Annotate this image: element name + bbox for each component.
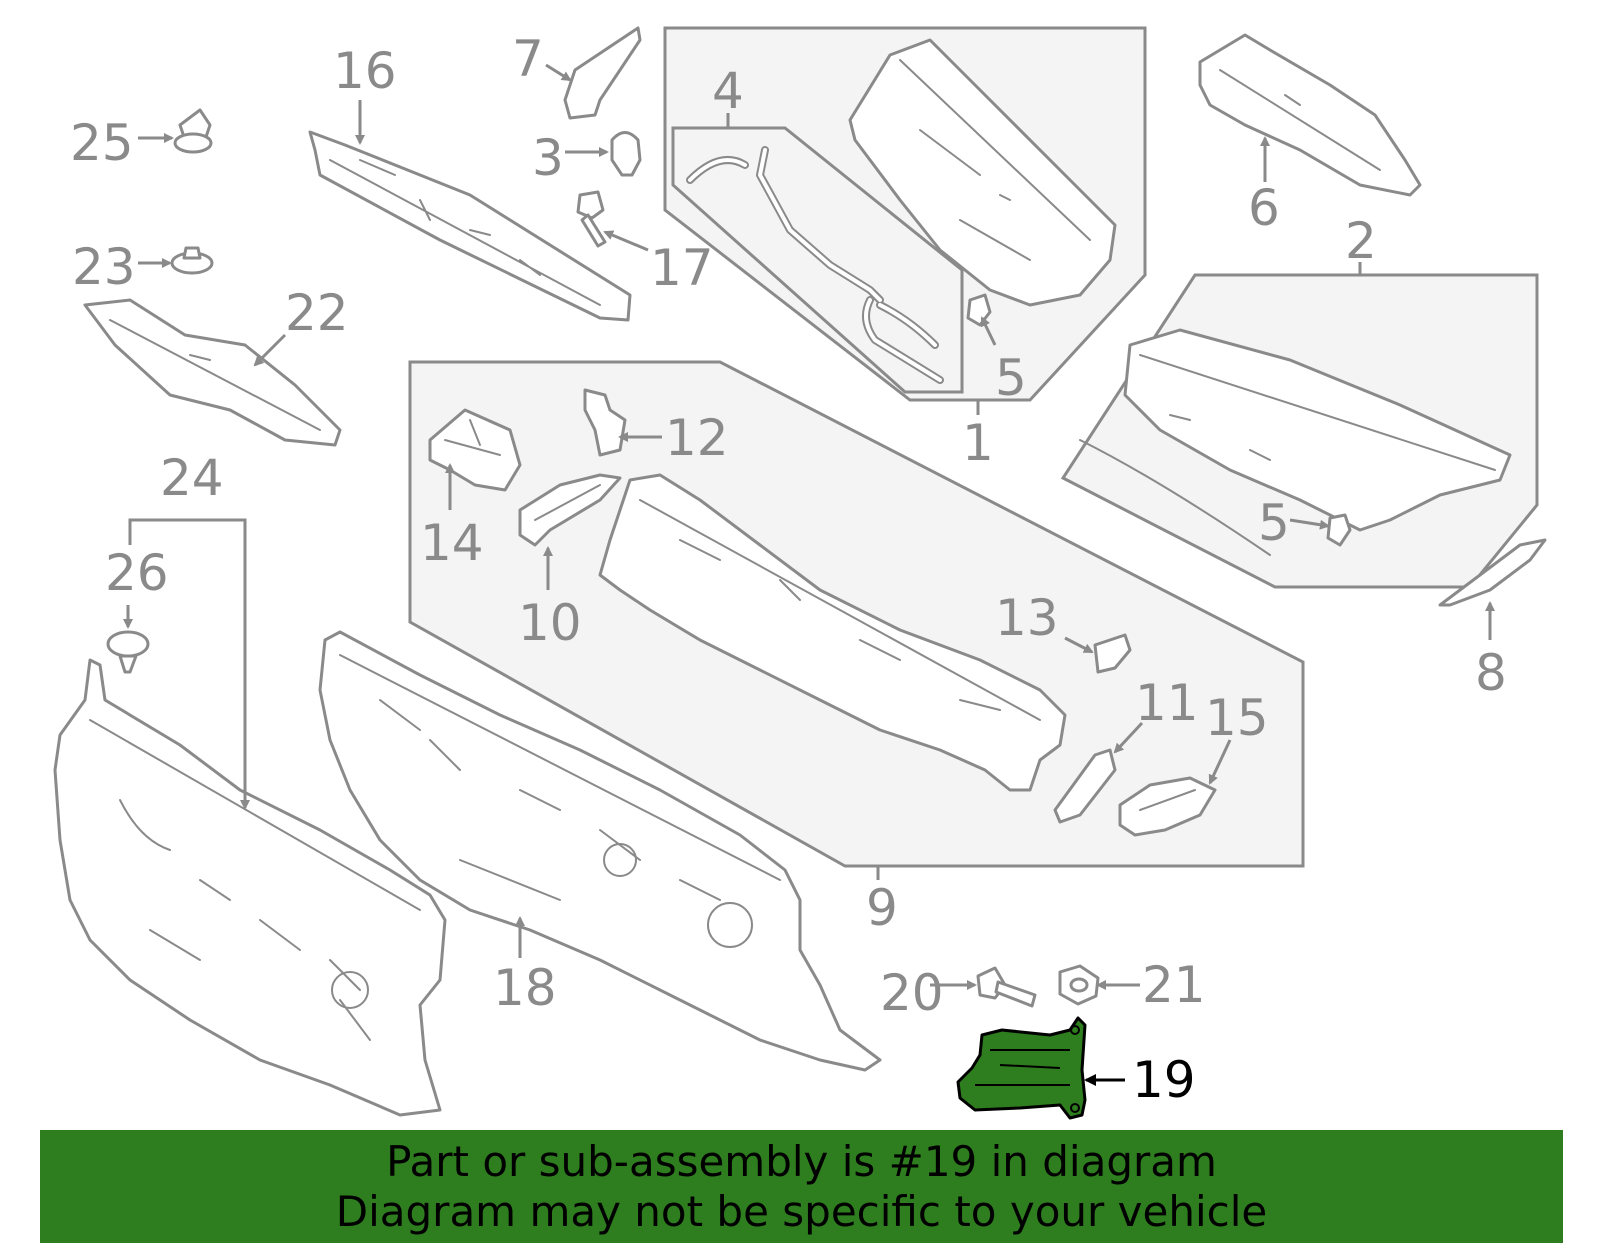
part-5-clip-lower [1326,513,1352,547]
callout-16: 16 [333,42,397,100]
callout-17: 17 [650,239,714,297]
part-2-cowl-assy [1079,328,1512,556]
group-box-1 [663,26,1147,402]
callout-9: 9 [866,879,898,937]
part-9-cowl-panel [598,473,1067,792]
callout-21: 21 [1142,956,1206,1014]
part-15-bracket [1118,776,1217,837]
callout-4: 4 [712,62,744,120]
callout-25: 25 [70,114,134,172]
part-20-bolt [976,966,1037,1008]
part-26-clip [106,630,150,674]
callout-11: 11 [1135,674,1199,732]
callout-1: 1 [962,414,994,472]
callout-20: 20 [880,964,944,1022]
part-22-panel [83,298,342,447]
part-19-highlighted[interactable] [956,1016,1087,1120]
part-21-nut [1058,964,1100,1006]
info-banner: Part or sub-assembly is #19 in diagram D… [40,1130,1563,1243]
leader-7 [545,63,572,82]
part-6-panel [1198,33,1422,197]
leader-22 [253,333,287,367]
callout-3: 3 [532,129,564,187]
callout-15: 15 [1205,689,1269,747]
callout-23: 23 [72,238,136,296]
part-1-cowl-top [848,38,1117,307]
leader-24 [128,518,250,810]
callout-18: 18 [493,959,557,1017]
leader-13 [1064,636,1094,654]
callout-12: 12 [665,409,729,467]
callout-2: 2 [1345,212,1377,270]
leader-11 [1113,721,1144,754]
callout-19: 19 [1132,1051,1196,1109]
leader-15 [1208,739,1232,785]
part-11-bracket [1053,748,1117,824]
part-18-dash-panel [318,630,882,1072]
part-4-hose [686,146,944,384]
part-24-insulator [53,658,447,1117]
leader-5b [1289,518,1330,530]
part-23-nut [170,246,214,275]
callout-5a: 5 [995,349,1027,407]
banner-line-2: Diagram may not be specific to your vehi… [335,1186,1268,1236]
callout-5b: 5 [1258,494,1290,552]
part-3-clip [610,131,642,177]
callout-14: 14 [420,514,484,572]
part-7-bracket [563,26,642,120]
callout-22: 22 [285,284,349,342]
part-25-fastener [173,108,213,154]
part-16-cowl-rail [308,130,632,322]
part-12-bracket [583,388,627,457]
part-13-bracket [1093,633,1132,674]
callout-7: 7 [512,30,544,88]
callout-24: 24 [160,449,224,507]
callout-26: 26 [105,544,169,602]
callout-8: 8 [1475,644,1507,702]
callout-10: 10 [518,594,582,652]
part-8-bracket [1438,538,1547,607]
group-box-4 [671,126,964,394]
part-10-bracket [518,473,622,547]
part-17-bolt [576,190,607,248]
banner-line-1: Part or sub-assembly is #19 in diagram [386,1136,1217,1186]
callout-13: 13 [995,589,1059,647]
leader-5a [980,316,997,346]
leader-17 [603,230,649,252]
callout-6: 6 [1248,179,1280,237]
